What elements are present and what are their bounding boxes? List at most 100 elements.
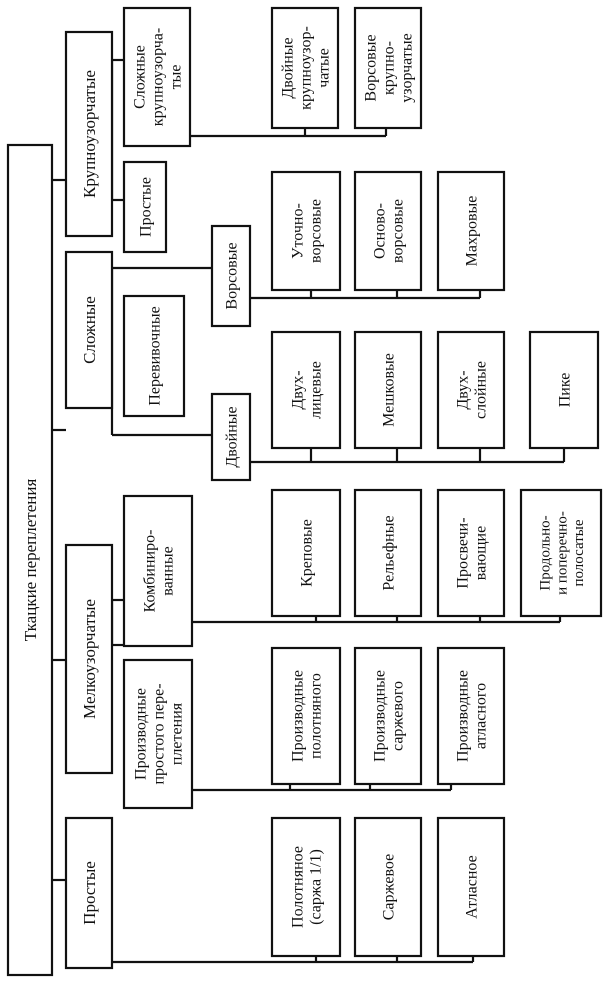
label-complex-double-line-1: Двойные bbox=[224, 406, 241, 467]
leaf-crepe bbox=[270, 488, 342, 618]
label-leaf-pile-jacquard-line-2: крупно- bbox=[381, 41, 398, 95]
label-leaf-striped-line-3: полосатые bbox=[571, 519, 587, 586]
label-simple-text: Простые bbox=[80, 861, 99, 925]
label-leaf-terry: Махровые bbox=[464, 196, 481, 267]
node-jacquard bbox=[64, 30, 114, 238]
label-leaf-plain-line-1: Полотняное bbox=[290, 846, 307, 928]
label-leaf-double-faced: Двух-лицевые bbox=[290, 361, 325, 419]
label-leaf-openwork-line-1: Просвечи- bbox=[455, 517, 472, 588]
label-leaf-derivative-twill-line-2: саржевого bbox=[390, 681, 407, 751]
label-fine: Мелкоузорчатые bbox=[80, 599, 99, 719]
label-complex: Сложные bbox=[80, 296, 99, 364]
label-simple: Простые bbox=[80, 861, 99, 925]
label-leaf-warp-pile: Осново-ворсовые bbox=[372, 199, 407, 263]
leaf-terry bbox=[436, 170, 506, 292]
leaf-satin bbox=[436, 816, 506, 958]
leaf-pique bbox=[528, 330, 600, 450]
leaf-double-jacquard bbox=[270, 6, 340, 130]
leaf-openwork bbox=[436, 488, 506, 618]
label-complex-leno-line-1: Перевивочные bbox=[147, 306, 164, 405]
label-complex-leno: Перевивочные bbox=[147, 306, 164, 405]
label-fine-derivative-line-1: Производные bbox=[133, 688, 150, 780]
label-leaf-two-layer: Двух-слойные bbox=[455, 361, 490, 419]
label-leaf-pocket: Мешковые bbox=[381, 353, 398, 427]
label-leaf-pique-line-1: Пике bbox=[557, 373, 574, 408]
label-leaf-pocket-line-1: Мешковые bbox=[381, 353, 398, 427]
node-fine-combined bbox=[122, 494, 194, 648]
leaf-double-faced bbox=[270, 330, 342, 450]
node-jacquard-simple bbox=[122, 160, 168, 254]
leaf-derivative-satin bbox=[436, 646, 506, 786]
label-jacquard-complex-line-3: тые bbox=[168, 65, 185, 90]
label-complex-pile: Ворсовые bbox=[224, 242, 241, 309]
label-leaf-satin-line-1: Атласное bbox=[464, 855, 481, 918]
label-leaf-double-jacquard-line-2: крупноузор- bbox=[298, 26, 315, 110]
label-leaf-pile-jacquard-line-1: Ворсовые bbox=[363, 34, 380, 101]
label-leaf-openwork-line-2: вающие bbox=[473, 526, 490, 580]
node-root bbox=[6, 143, 54, 977]
label-leaf-striped: Продольно-и поперечно-полосатые bbox=[537, 511, 587, 595]
label-fine-combined-line-2: ванные bbox=[160, 546, 177, 595]
leaf-plain bbox=[270, 816, 342, 958]
leaf-derivative-plain bbox=[270, 646, 342, 786]
label-leaf-pile-jacquard-line-3: узорчатые bbox=[399, 33, 416, 102]
label-complex-double: Двойные bbox=[224, 406, 241, 467]
node-complex bbox=[64, 250, 114, 410]
label-leaf-weft-pile: Уточно-ворсовые bbox=[290, 199, 325, 263]
label-leaf-plain-line-2: (саржа 1/1) bbox=[308, 849, 325, 925]
label-fine-combined-line-1: Комбиниро- bbox=[142, 530, 159, 613]
label-fine-derivative-line-3: плетения bbox=[169, 702, 186, 765]
label-root-text: Ткацкие переплетения bbox=[21, 479, 40, 642]
label-leaf-striped-line-2: и поперечно- bbox=[554, 511, 570, 595]
label-leaf-derivative-plain-line-1: Производные bbox=[290, 670, 307, 762]
label-leaf-crepe-line-1: Креповые bbox=[299, 519, 316, 587]
leaf-striped bbox=[519, 488, 603, 618]
leaf-warp-pile bbox=[353, 170, 423, 292]
label-leaf-derivative-satin-line-1: Производные bbox=[455, 670, 472, 762]
node-jacquard-complex bbox=[122, 6, 192, 148]
label-leaf-warp-pile-line-2: ворсовые bbox=[390, 199, 407, 263]
label-jacquard-simple-line-1: Простые bbox=[138, 177, 155, 237]
label-leaf-double-jacquard-line-3: чатые bbox=[316, 48, 333, 88]
label-jacquard: Крупноузорчатые bbox=[80, 70, 99, 198]
leaf-twill bbox=[353, 816, 423, 958]
label-leaf-two-layer-line-1: Двух- bbox=[455, 370, 472, 409]
label-jacquard-simple: Простые bbox=[138, 177, 155, 237]
labels: Ткацкие переплетения Простые Мелкоузорча… bbox=[21, 26, 587, 928]
node-fine bbox=[64, 543, 114, 775]
node-simple bbox=[64, 816, 114, 970]
boxes bbox=[6, 6, 603, 977]
label-leaf-relief: Рельефные bbox=[381, 515, 398, 590]
label-leaf-double-jacquard-line-1: Двойные bbox=[280, 37, 297, 98]
leaf-pocket bbox=[353, 330, 423, 450]
label-jacquard-complex-line-2: крупноузорча- bbox=[150, 28, 167, 126]
label-leaf-derivative-satin-line-2: атласного bbox=[473, 683, 490, 749]
label-leaf-satin: Атласное bbox=[464, 855, 481, 918]
node-complex-pile bbox=[210, 224, 252, 328]
label-leaf-derivative-twill-line-1: Производные bbox=[372, 670, 389, 762]
label-leaf-plain: Полотняное(саржа 1/1) bbox=[290, 846, 325, 928]
label-leaf-weft-pile-line-1: Уточно- bbox=[290, 203, 307, 259]
label-jacquard-text: Крупноузорчатые bbox=[80, 70, 99, 198]
label-fine-text: Мелкоузорчатые bbox=[80, 599, 99, 719]
label-jacquard-complex-line-1: Сложные bbox=[132, 45, 149, 109]
label-fine-combined: Комбиниро-ванные bbox=[142, 530, 177, 613]
label-complex-pile-line-1: Ворсовые bbox=[224, 242, 241, 309]
label-root: Ткацкие переплетения bbox=[21, 479, 40, 642]
leaf-relief bbox=[353, 488, 423, 618]
label-complex-text: Сложные bbox=[80, 296, 99, 364]
label-leaf-openwork: Просвечи-вающие bbox=[455, 517, 490, 588]
label-leaf-derivative-plain-line-2: полотняного bbox=[308, 673, 325, 759]
label-leaf-twill-line-1: Саржевое bbox=[381, 854, 398, 920]
label-fine-derivative-line-2: простого пере- bbox=[151, 683, 168, 784]
label-leaf-crepe: Креповые bbox=[299, 519, 316, 587]
label-leaf-double-faced-line-1: Двух- bbox=[290, 370, 307, 409]
label-leaf-striped-line-1: Продольно- bbox=[537, 515, 553, 590]
label-leaf-terry-line-1: Махровые bbox=[464, 196, 481, 267]
